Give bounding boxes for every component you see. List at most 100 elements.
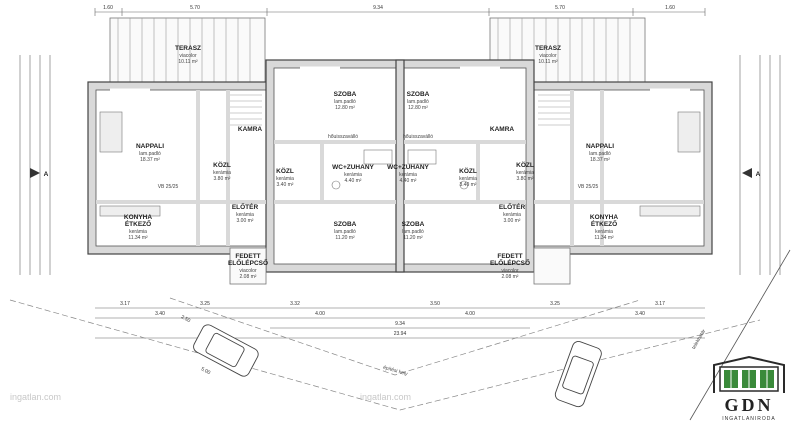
room-szoba-br-floor: lam.padló (402, 229, 424, 235)
room-eloter-left-name: ELŐTÉR (232, 202, 259, 211)
dim-bot2-1: 3.40 (155, 311, 165, 317)
building-outline (87, 59, 713, 273)
room-szoba-tr-area: 12.80 m² (408, 105, 428, 111)
room-kozl2-right-floor: kerámia (459, 176, 477, 182)
logo-house-icon (713, 355, 785, 393)
room-szoba-tl-name: SZOBA (334, 91, 357, 98)
terrace-left (109, 17, 266, 87)
label-hovisszavfo-right: hőuisszaválló (403, 134, 433, 140)
dim-bot1-3: 3.32 (290, 301, 300, 307)
room-szoba-br-area: 11.20 m² (403, 235, 423, 241)
dim-bot2-3: 4.00 (465, 311, 475, 317)
room-eloter-left-area: 3.00 m² (237, 218, 254, 224)
room-kozl2-left-floor: kerámia (276, 176, 294, 182)
room-konyha-right-name: KONYHA (590, 214, 618, 221)
room-szoba-br-name: SZOBA (402, 221, 425, 228)
label-epitesi-hely: építési hely (382, 365, 408, 378)
room-fedett-left-area: 2.08 m² (240, 274, 257, 280)
room-labels: TERASZ viacolor 10.11 m² TERASZ viacolor… (124, 45, 618, 280)
room-konyha-right-area: 11.34 m² (594, 235, 614, 241)
dim-car: 5.00 (200, 366, 212, 376)
room-wc-right-area: 4.40 m² (400, 178, 417, 184)
room-terasz-right-floor: viacolor (539, 53, 557, 59)
room-szoba-bl-name: SZOBA (334, 221, 357, 228)
dim-bot1-2: 3.25 (200, 301, 210, 307)
room-konyha-left-floor: kerámia (129, 229, 147, 235)
gdn-logo: GDN INGATLANIRODA (706, 353, 792, 433)
room-kozl-left-floor: kerámia (213, 170, 231, 176)
room-fedett-right-name2: ELŐLÉPCSŐ (490, 258, 530, 267)
dim-top-4: 5.70 (555, 5, 565, 11)
room-kozl-left-name: KÖZL (213, 160, 231, 169)
room-fedett-right-name: FEDETT (497, 253, 522, 260)
dim-bot1-5: 3.25 (550, 301, 560, 307)
room-konyha-left-area: 11.34 m² (128, 235, 148, 241)
front-steps (229, 247, 571, 285)
room-kozl-right-name: KÖZL (516, 160, 534, 169)
room-kozl2-right-area: 3.40 m² (460, 182, 477, 188)
label-telekhatar: telekhatár (691, 328, 707, 350)
room-fedett-right-area: 2.08 m² (502, 274, 519, 280)
room-szoba-tl-floor: lam.padló (334, 99, 356, 105)
watermark-1: ingatlan.com (10, 392, 61, 402)
watermark-2: ingatlan.com (360, 392, 411, 402)
room-wc-left-floor: kerámia (344, 172, 362, 178)
room-wc-right-floor: kerámia (399, 172, 417, 178)
room-terasz-right-area: 10.11 m² (538, 59, 558, 65)
label-hovisszavfo-left: hőuisszaválló (328, 134, 358, 140)
room-fedett-left-name: FEDETT (235, 253, 260, 260)
room-nappali-left-name: NAPPALI (136, 143, 164, 150)
section-a-left: A (44, 171, 49, 178)
dim-bot-total-a: 9.34 (395, 321, 405, 327)
dim-bot1-1: 3.17 (120, 301, 130, 307)
room-nappali-left-area: 18.37 m² (140, 157, 160, 163)
room-nappali-right-area: 18.37 m² (590, 157, 610, 163)
room-szoba-bl-area: 11.20 m² (335, 235, 355, 241)
room-terasz-left-floor: viacolor (179, 53, 197, 59)
room-szoba-tl-area: 12.80 m² (335, 105, 355, 111)
room-kozl2-left-name: KÖZL (276, 166, 294, 175)
room-wc-left-name: WC+ZUHANY (332, 164, 374, 171)
room-kozl2-left-area: 3.40 m² (277, 182, 294, 188)
room-nappali-right-name: NAPPALI (586, 143, 614, 150)
dim-top-1: 1.60 (103, 5, 113, 11)
room-eloter-left-floor: kerámia (236, 212, 254, 218)
car-right (554, 341, 602, 408)
label-vb-right: VB 25/25 (578, 184, 599, 190)
label-vb-left: VB 25/25 (158, 184, 179, 190)
room-eloter-right-floor: kerámia (503, 212, 521, 218)
room-kozl-right-area: 3.80 m² (517, 176, 534, 182)
room-nappali-right-floor: lam.padló (589, 151, 611, 157)
top-dimension-lines: 1.60 5.70 9.34 5.70 1.60 (94, 5, 706, 16)
room-szoba-tr-floor: lam.padló (407, 99, 429, 105)
watermarks: ingatlan.com ingatlan.com (10, 392, 411, 402)
room-fedett-left-floor: viacolor (239, 268, 257, 274)
room-eloter-right-area: 3.00 m² (504, 218, 521, 224)
room-szoba-bl-floor: lam.padló (334, 229, 356, 235)
room-konyha-left-name2: ÉTKEZŐ (125, 219, 151, 228)
room-kozl2-right-name: KÖZL (459, 166, 477, 175)
room-eloter-right-name: ELŐTÉR (499, 202, 526, 211)
room-kozl-right-floor: kerámia (516, 170, 534, 176)
dim-bot-total-b: 23.94 (394, 331, 407, 337)
room-konyha-left-name: KONYHA (124, 214, 152, 221)
room-terasz-left-name: TERASZ (175, 45, 201, 52)
logo-text: GDN (724, 395, 774, 415)
dim-top-5: 1.60 (665, 5, 675, 11)
dim-bot2-4: 3.40 (635, 311, 645, 317)
room-fedett-left-name2: ELŐLÉPCSŐ (228, 258, 268, 267)
room-kamra-right-name: KAMRA (490, 126, 514, 133)
bottom-dimension-lines: 3.17 3.25 3.32 3.50 3.25 3.17 3.40 4.00 … (95, 301, 705, 339)
dim-bot1-4: 3.50 (430, 301, 440, 307)
room-terasz-left-area: 10.11 m² (178, 59, 198, 65)
dim-bot2-2: 4.00 (315, 311, 325, 317)
room-konyha-right-name2: ÉTKEZŐ (591, 219, 617, 228)
left-dimension-lines (19, 55, 781, 275)
dim-car-2: 2.50 (180, 314, 192, 324)
room-wc-left-area: 4.40 m² (345, 178, 362, 184)
logo-tagline: INGATLANIRODA (722, 416, 776, 422)
room-nappali-left-floor: lam.padló (139, 151, 161, 157)
dim-top-2: 5.70 (190, 5, 200, 11)
room-szoba-tr-name: SZOBA (407, 91, 430, 98)
